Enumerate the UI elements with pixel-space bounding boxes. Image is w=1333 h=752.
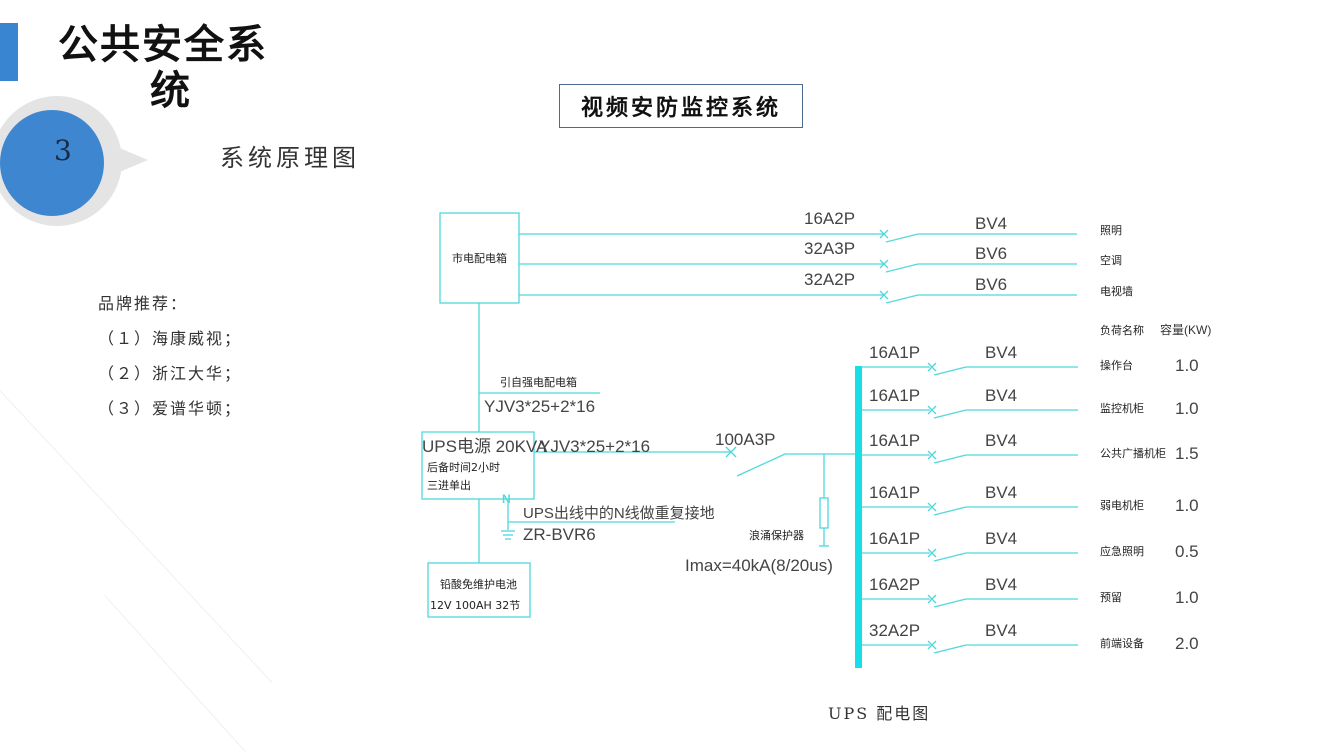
- page-title: 公共安全系 统: [58, 22, 298, 114]
- mains-breaker-label: 16A2P: [804, 209, 855, 228]
- mains-cable-label: BV4: [975, 214, 1007, 233]
- mains-cable-label: BV6: [975, 244, 1007, 263]
- section-subtitle: 系统原理图: [220, 144, 360, 172]
- load-cable-label: BV4: [985, 483, 1017, 502]
- brand-recommendations: 品牌推荐： （１）海康威视； （２）浙江大华； （３）爱谱华顿；: [98, 286, 242, 426]
- mains-cable-label: BV6: [975, 275, 1007, 294]
- feeder-cable: YJV3*25+2*16: [484, 397, 595, 416]
- load-name: 前端设备: [1100, 636, 1144, 650]
- grounding-note: UPS出线中的N线做重复接地: [523, 504, 715, 522]
- accent-bar: [0, 23, 18, 81]
- load-capacity: 1.0: [1175, 588, 1199, 607]
- surge-protector-label: 浪涌保护器: [749, 528, 804, 542]
- mains-breaker-contact: [885, 233, 919, 243]
- brand-item: （２）浙江大华；: [98, 364, 243, 383]
- load-breaker-label: 16A2P: [869, 575, 920, 594]
- page-title-line1: 公共安全系: [58, 21, 268, 68]
- feeder-label: 引自强电配电箱: [500, 375, 577, 389]
- load-capacity: 1.0: [1175, 356, 1199, 375]
- load-capacity: 0.5: [1175, 542, 1199, 561]
- main-breaker-label: 100A3P: [715, 430, 776, 449]
- load-capacity: 2.0: [1175, 634, 1199, 653]
- load-header-name: 负荷名称: [1100, 323, 1144, 337]
- ups-output-cable: YJV3*25+2*16: [539, 437, 650, 456]
- brand-heading: 品牌推荐：: [98, 294, 189, 313]
- diagram-caption: UPS 配电图: [828, 704, 931, 723]
- load-capacity: 1.0: [1175, 399, 1199, 418]
- load-breaker-contact: [933, 454, 967, 464]
- load-name: 监控机柜: [1100, 401, 1144, 415]
- battery-line1: 铅酸免维护电池: [440, 577, 517, 591]
- grounding-cable: ZR-BVR6: [523, 525, 596, 544]
- page-title-line2: 统: [150, 67, 192, 114]
- load-name: 应急照明: [1100, 544, 1144, 558]
- load-breaker-label: 16A1P: [869, 483, 920, 502]
- section-badge-pointer: [108, 143, 148, 177]
- load-capacity: 1.5: [1175, 444, 1199, 463]
- load-name: 弱电机柜: [1100, 498, 1144, 512]
- load-name: 预留: [1100, 591, 1122, 604]
- load-name: 公共广播机柜: [1100, 446, 1166, 460]
- load-breaker-label: 16A1P: [869, 431, 920, 450]
- load-breaker-contact: [933, 409, 967, 419]
- load-header-capacity: 容量(KW): [1160, 322, 1211, 337]
- load-breaker-contact: [933, 598, 967, 608]
- load-breaker-label: 32A2P: [869, 621, 920, 640]
- load-cable-label: BV4: [985, 431, 1017, 450]
- load-breaker-label: 16A1P: [869, 343, 920, 362]
- ups-line3: 三进单出: [427, 478, 471, 492]
- load-breaker-contact: [933, 506, 967, 516]
- mains-breaker-contact: [885, 263, 919, 273]
- ups-box: [421, 431, 535, 500]
- mains-load-label: 空调: [1100, 253, 1122, 267]
- load-breaker-contact: [933, 552, 967, 562]
- ups-line2: 后备时间2小时: [427, 460, 500, 474]
- brand-item: （３）爱谱华顿；: [98, 399, 243, 418]
- surge-protector-rating: Imax=40kA(8/20us): [685, 556, 833, 575]
- diagram-title: 视频安防监控系统: [559, 84, 803, 128]
- load-cable-label: BV4: [985, 529, 1017, 548]
- mains-load-label: 电视墙: [1100, 284, 1133, 298]
- load-capacity: 1.0: [1175, 496, 1199, 515]
- section-number: 3: [54, 134, 72, 167]
- mains-breaker-label: 32A3P: [804, 239, 855, 258]
- load-breaker-contact: [933, 644, 967, 654]
- load-cable-label: BV4: [985, 621, 1017, 640]
- load-cable-label: BV4: [985, 575, 1017, 594]
- main-breaker-contact: [736, 453, 786, 477]
- mains-breaker-label: 32A2P: [804, 270, 855, 289]
- load-breaker-contact: [933, 366, 967, 376]
- surge-protector: [819, 497, 829, 529]
- load-cable-label: BV4: [985, 386, 1017, 405]
- section-badge: [0, 110, 104, 216]
- ups-line1: UPS电源 20KVA: [422, 437, 548, 456]
- load-breaker-label: 16A1P: [869, 386, 920, 405]
- brand-item: （１）海康威视；: [98, 329, 243, 348]
- load-breaker-label: 16A1P: [869, 529, 920, 548]
- battery-line2: 12V 100AH 32节: [430, 599, 520, 612]
- mains-box-label: 市电配电箱: [452, 251, 507, 265]
- load-cable-label: BV4: [985, 343, 1017, 362]
- neutral-mark: N: [502, 492, 511, 506]
- load-name: 操作台: [1100, 358, 1133, 372]
- battery-box: [427, 562, 531, 618]
- mains-breaker-contact: [885, 294, 919, 304]
- mains-load-label: 照明: [1100, 224, 1122, 237]
- ups-label: UPS电源 20KVA: [422, 437, 548, 456]
- busbar: [855, 366, 862, 668]
